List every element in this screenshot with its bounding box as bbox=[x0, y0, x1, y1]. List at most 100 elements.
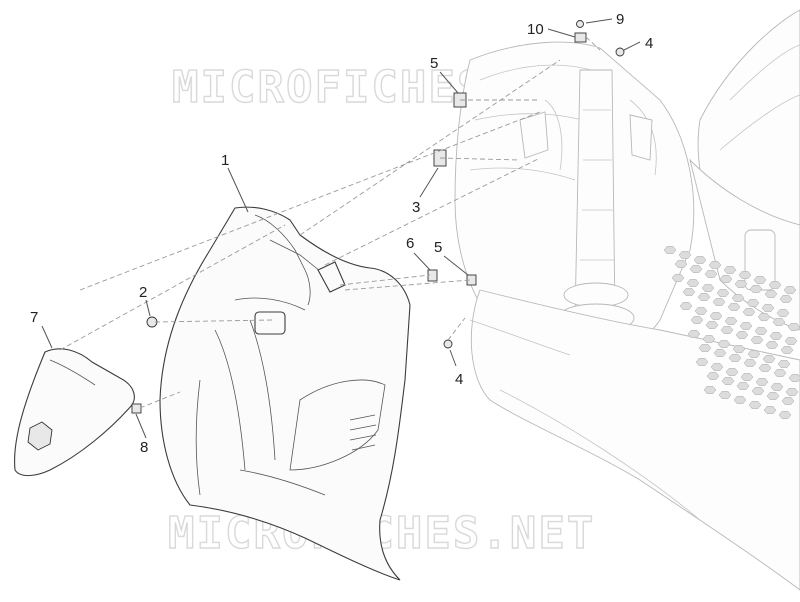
footboard-hex bbox=[749, 285, 763, 293]
footboard-hex bbox=[781, 397, 795, 405]
callout-7: 7 bbox=[30, 309, 38, 326]
footboard-hex bbox=[780, 346, 794, 354]
screw-4-upper-icon bbox=[615, 47, 625, 57]
footboard-hex bbox=[690, 316, 704, 324]
footboard-hex bbox=[723, 266, 737, 274]
footboard-hex bbox=[663, 246, 677, 254]
footboard-hex bbox=[746, 299, 760, 307]
footboard-hex bbox=[695, 358, 709, 366]
footboard-hex bbox=[761, 304, 775, 312]
footboard-hex bbox=[703, 386, 717, 394]
footboard-hex bbox=[773, 369, 787, 377]
callout-leaders bbox=[41, 18, 641, 439]
scooter-body-ghost bbox=[454, 9, 800, 591]
footboard-hex bbox=[748, 401, 762, 409]
footboard-hex bbox=[772, 318, 786, 326]
footboard-hex bbox=[706, 372, 720, 380]
footboard-hex bbox=[770, 383, 784, 391]
footboard-hex bbox=[751, 387, 765, 395]
footboard-hex bbox=[747, 350, 761, 358]
callout-6: 6 bbox=[406, 235, 414, 252]
callout-5-upper: 5 bbox=[430, 55, 438, 72]
footboard-hex bbox=[784, 337, 798, 345]
footboard-hex bbox=[739, 322, 753, 330]
footboard-hex bbox=[718, 391, 732, 399]
footboard-hex bbox=[779, 295, 793, 303]
footboard-hex bbox=[768, 281, 782, 289]
footboard-hex bbox=[693, 256, 707, 264]
footboard-hex bbox=[671, 274, 685, 282]
clip-icon bbox=[131, 403, 142, 414]
footboard-hex bbox=[765, 341, 779, 349]
footboard-hex bbox=[734, 280, 748, 288]
footboard-hex bbox=[678, 251, 692, 259]
footboard-hex bbox=[736, 382, 750, 390]
footboard-hex bbox=[724, 317, 738, 325]
footboard-hex bbox=[776, 309, 790, 317]
footboard-hex bbox=[738, 271, 752, 279]
footboard-hex bbox=[764, 290, 778, 298]
assembly-dashed-lines bbox=[59, 36, 601, 409]
footboard-hex bbox=[725, 368, 739, 376]
front-shield-part-1 bbox=[159, 206, 411, 581]
footboard-hex bbox=[755, 378, 769, 386]
callout-3: 3 bbox=[412, 199, 420, 216]
hex-emblem-icon bbox=[27, 421, 53, 451]
footboard-hex bbox=[731, 294, 745, 302]
footboard-hex bbox=[686, 279, 700, 287]
footboard-hex bbox=[785, 388, 799, 396]
footboard-hex bbox=[713, 349, 727, 357]
footboard-hex bbox=[727, 303, 741, 311]
footboard-hex bbox=[710, 363, 724, 371]
nut-10-icon bbox=[574, 32, 587, 43]
footboard-hex bbox=[720, 326, 734, 334]
footboard-hex bbox=[777, 360, 791, 368]
footboard-hex bbox=[763, 406, 777, 414]
footboard-hex bbox=[728, 354, 742, 362]
footboard-hex bbox=[698, 344, 712, 352]
footboard-hex bbox=[753, 276, 767, 284]
footboard-hex bbox=[709, 312, 723, 320]
footboard-hex bbox=[702, 335, 716, 343]
footboard-hex bbox=[708, 261, 722, 269]
footboard-hex bbox=[682, 288, 696, 296]
footboard-hex bbox=[717, 340, 731, 348]
footboard-hex bbox=[701, 284, 715, 292]
footboard-hex bbox=[679, 302, 693, 310]
footboard-hex bbox=[788, 374, 800, 382]
footboard-hex bbox=[735, 331, 749, 339]
footboard-hex bbox=[704, 270, 718, 278]
footboard-hex bbox=[687, 330, 701, 338]
callout-1: 1 bbox=[221, 152, 229, 169]
callout-10: 10 bbox=[527, 21, 544, 38]
footboard-hex bbox=[712, 298, 726, 306]
footboard-hex bbox=[743, 359, 757, 367]
footboard-hex bbox=[778, 411, 792, 419]
footboard-hex bbox=[769, 332, 783, 340]
callout-2: 2 bbox=[139, 284, 147, 301]
side-cover-part-7 bbox=[14, 348, 135, 477]
footboard-hex bbox=[750, 336, 764, 344]
footboard-hex bbox=[719, 275, 733, 283]
footboard-hex bbox=[758, 364, 772, 372]
callout-8: 8 bbox=[140, 439, 148, 456]
footboard-hex bbox=[705, 321, 719, 329]
screw-4-lower-icon bbox=[443, 339, 453, 349]
footboard-hex bbox=[721, 377, 735, 385]
footboard-hex-pattern bbox=[663, 246, 800, 419]
footboard-hex bbox=[740, 373, 754, 381]
callout-labels: 1 2 3 4 4 5 5 6 7 8 9 10 bbox=[30, 11, 653, 456]
footboard-hex bbox=[754, 327, 768, 335]
footboard-hex bbox=[762, 355, 776, 363]
footboard-hex bbox=[757, 313, 771, 321]
footboard-hex bbox=[689, 265, 703, 273]
footboard-hex bbox=[674, 260, 688, 268]
footboard-hex bbox=[694, 307, 708, 315]
footboard-hex bbox=[742, 308, 756, 316]
callout-9: 9 bbox=[616, 11, 624, 28]
footboard-hex bbox=[733, 396, 747, 404]
footboard-hex bbox=[732, 345, 746, 353]
footboard-hex bbox=[766, 392, 780, 400]
footboard-hex bbox=[697, 293, 711, 301]
